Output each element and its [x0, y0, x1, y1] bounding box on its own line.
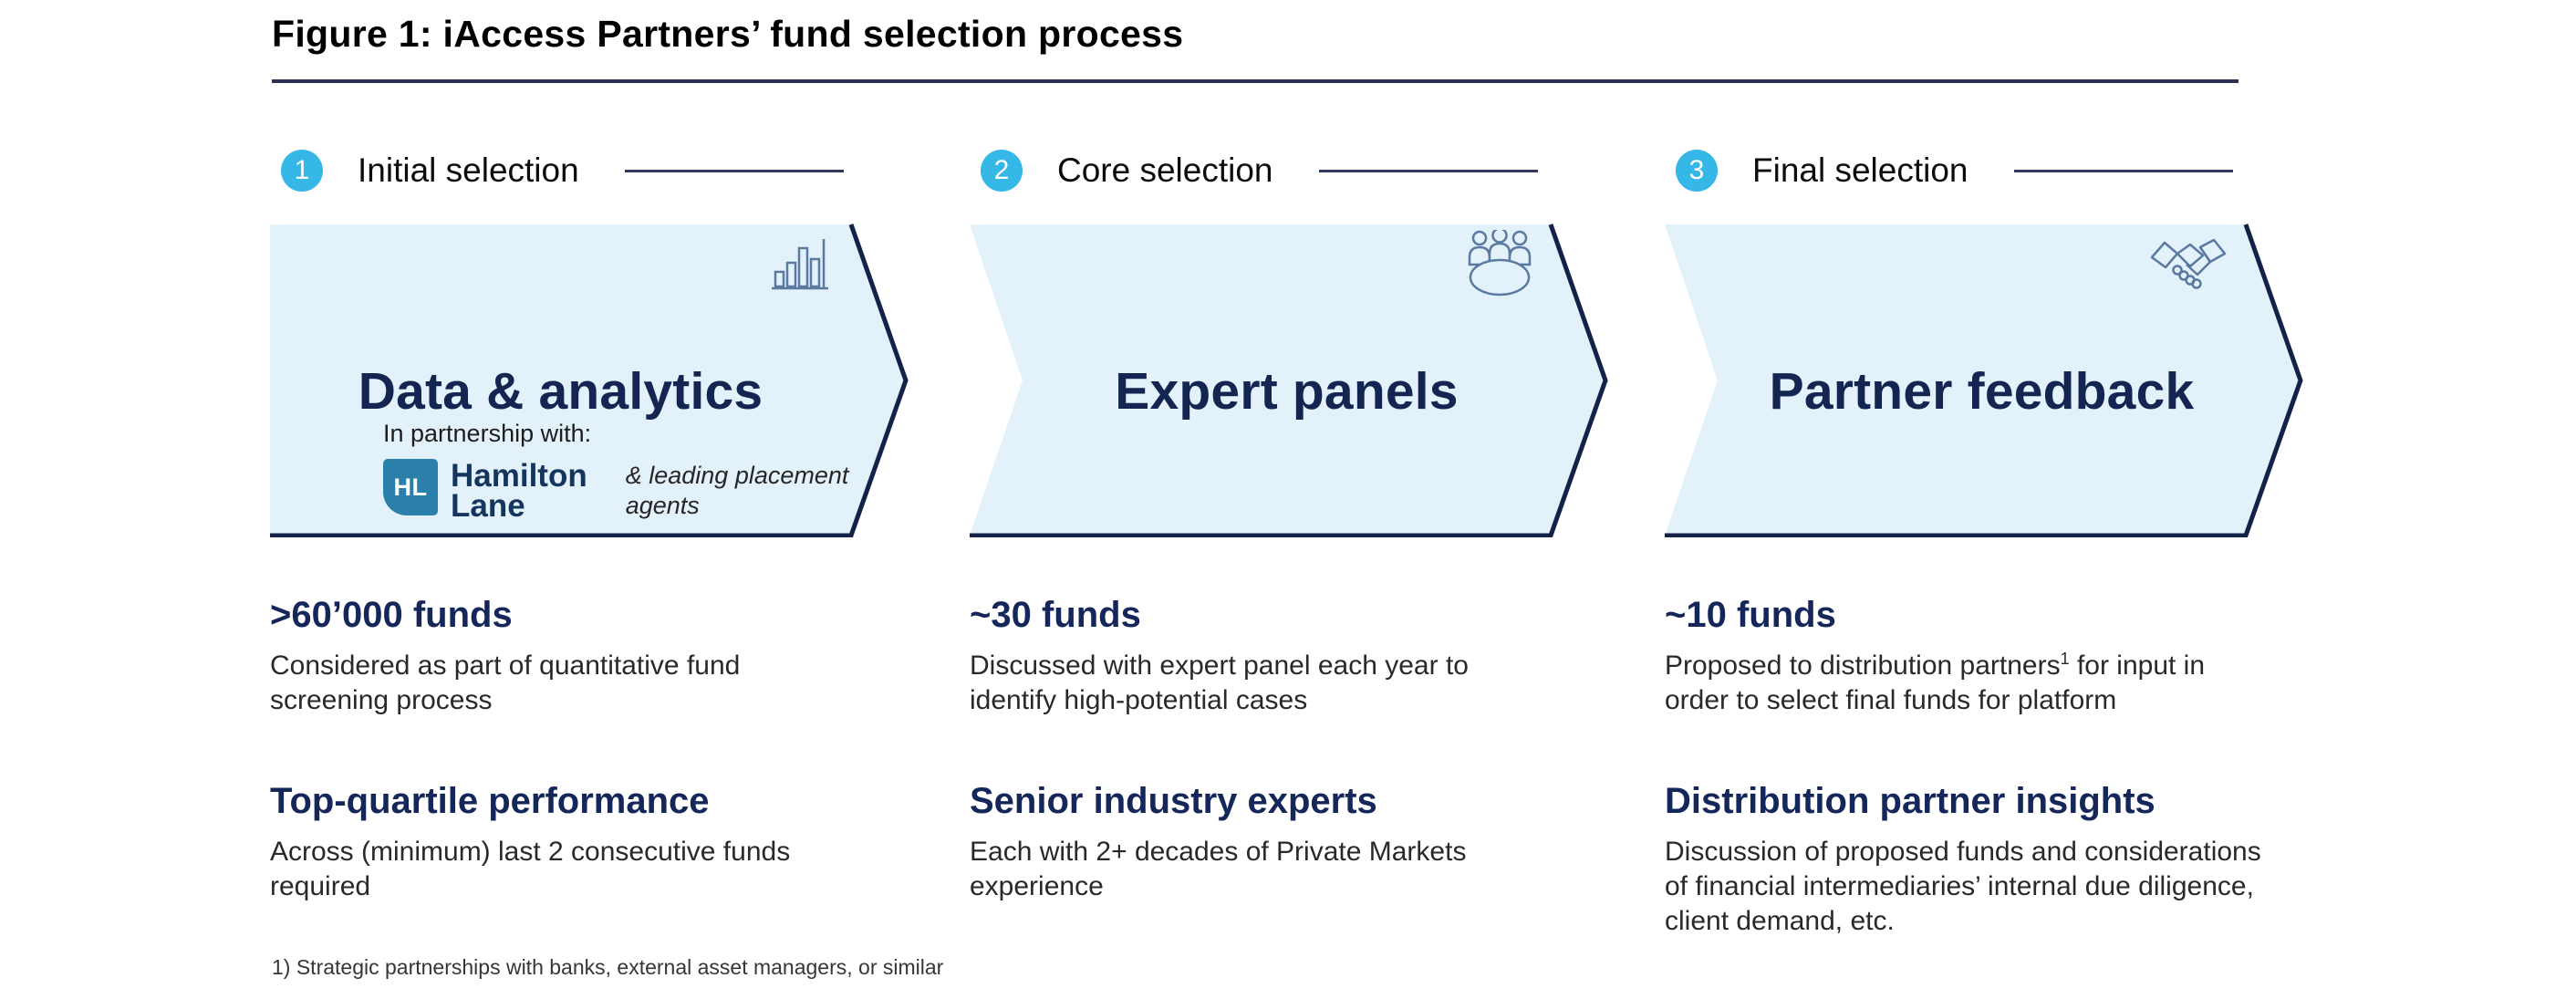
- section-body: Discussed with expert panel each year to…: [970, 649, 1663, 718]
- section-body-text: Considered as part of quantitative fund …: [270, 650, 741, 715]
- hamilton-lane-name: Hamilton Lane: [451, 458, 587, 524]
- section-body-text: Proposed to distribution partners: [1665, 650, 2061, 681]
- placement-agents-note: & leading placement agents: [625, 462, 849, 519]
- section-heading: Distribution partner insights: [1665, 781, 2155, 821]
- header-dash-line: [2013, 169, 2233, 172]
- header-dash-line: [624, 169, 844, 172]
- section-heading: Top-quartile performance: [270, 781, 710, 821]
- arrow-shape: [270, 224, 909, 537]
- section-heading: ~10 funds: [1665, 595, 1836, 635]
- bar-chart-icon: [772, 239, 828, 290]
- step-header: 2 Core selection: [981, 150, 1538, 192]
- figure-title: Figure 1: iAccess Partners’ fund selecti…: [272, 13, 1184, 55]
- section-heading: ~30 funds: [970, 595, 1141, 635]
- section-body-text: Across (minimum) last 2 consecutive fund…: [270, 837, 791, 901]
- step-header: 3 Final selection: [1676, 150, 2233, 192]
- arrow-title: Partner feedback: [1769, 362, 2195, 421]
- handshake-icon: [2150, 238, 2227, 289]
- step-label: Core selection: [1057, 151, 1273, 189]
- partnership-block: In partnership with: HL Hamilton Lane & …: [383, 420, 849, 524]
- step-column-initial-selection: 1 Initial selection Data & analytics: [270, 0, 972, 999]
- process-arrow-partner-feedback: Partner feedback: [1665, 223, 2303, 537]
- arrow-title: Expert panels: [1115, 362, 1459, 421]
- arrow-shape: [1665, 224, 2303, 537]
- step-number: 2: [993, 155, 1010, 185]
- section-heading: Senior industry experts: [970, 781, 1377, 821]
- process-arrow-data-analytics: Data & analytics In partnership with: HL…: [270, 223, 909, 537]
- step-number-badge: 2: [981, 150, 1023, 192]
- footnote-marker: 1: [2060, 650, 2070, 668]
- step-header: 1 Initial selection: [281, 150, 844, 192]
- hamilton-lane-monogram: HL: [393, 473, 428, 501]
- section-body-text: Discussion of proposed funds and conside…: [1665, 837, 2261, 936]
- arrow-title: Data & analytics: [358, 362, 763, 421]
- section-body: Across (minimum) last 2 consecutive fund…: [270, 835, 963, 904]
- step-number: 1: [294, 155, 310, 185]
- section-body: Each with 2+ decades of Private Markets …: [970, 835, 1663, 904]
- section-body-text: Discussed with expert panel each year to…: [970, 650, 1469, 715]
- section-body: Considered as part of quantitative fund …: [270, 649, 963, 718]
- figure-footnote: 1) Strategic partnerships with banks, ex…: [272, 955, 944, 979]
- partnership-label: In partnership with:: [383, 420, 592, 447]
- section-body: Discussion of proposed funds and conside…: [1665, 835, 2358, 939]
- section-body-text: for input in order to select final funds…: [1665, 650, 2206, 715]
- step-column-core-selection: 2 Core selection Expert panels: [970, 0, 1672, 999]
- arrow-shape: [970, 224, 1608, 537]
- step-number-badge: 1: [281, 150, 323, 192]
- process-arrow-expert-panels: Expert panels: [970, 223, 1608, 537]
- section-body: Proposed to distribution partners1 for i…: [1665, 649, 2358, 718]
- step-label: Final selection: [1752, 151, 1968, 189]
- section-body-text: Each with 2+ decades of Private Markets …: [970, 837, 1467, 901]
- title-rule: [272, 79, 2238, 83]
- header-dash-line: [1318, 169, 1538, 172]
- hamilton-lane-logo: HL: [383, 459, 438, 515]
- partnership-row: HL Hamilton Lane & leading placement age…: [383, 458, 849, 524]
- step-number-badge: 3: [1676, 150, 1718, 192]
- section-heading: >60’000 funds: [270, 595, 513, 635]
- step-label: Initial selection: [358, 151, 579, 189]
- expert-panel-icon: [1468, 230, 1532, 297]
- step-column-final-selection: 3 Final selection P: [1665, 0, 2367, 999]
- step-number: 3: [1688, 155, 1705, 185]
